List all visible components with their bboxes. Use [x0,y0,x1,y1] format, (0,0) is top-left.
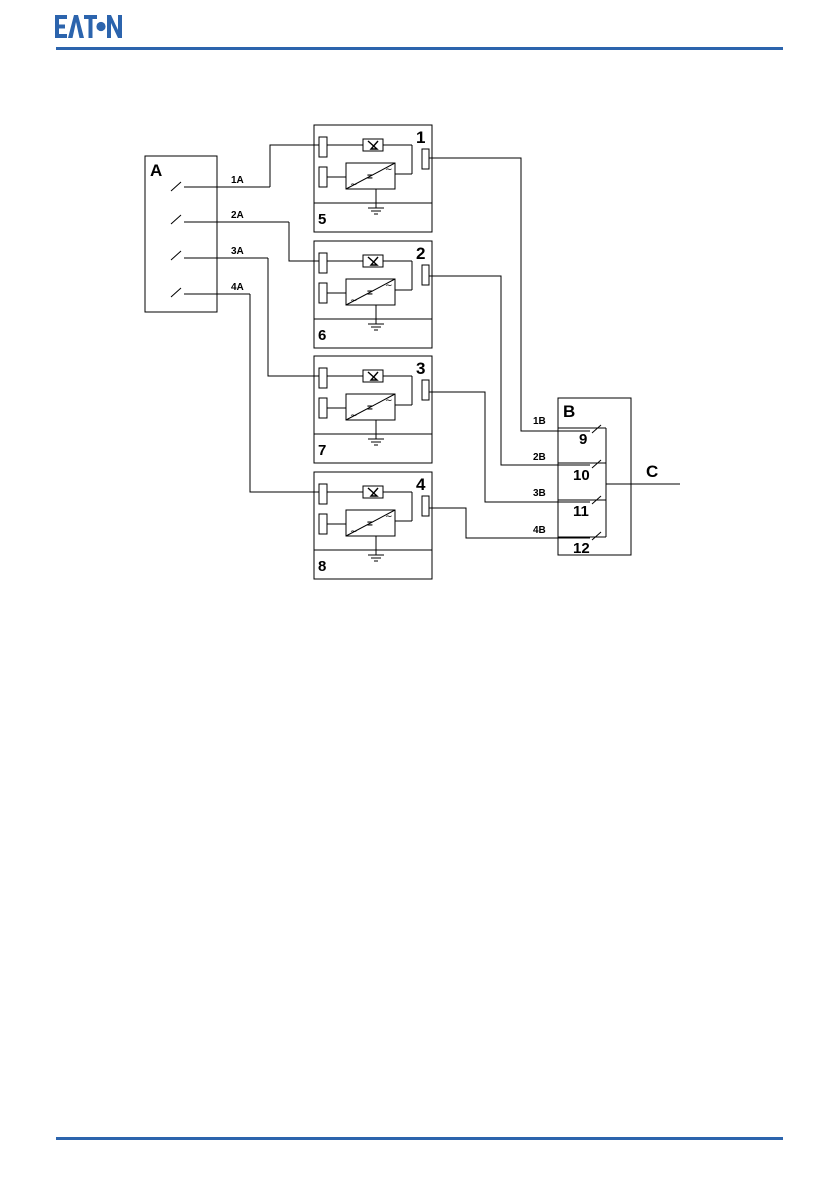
output-wiring [429,158,590,538]
rectifier-input-terminal [319,283,327,303]
ups-unit-number: 4 [416,475,426,494]
bypass-input-terminal [319,484,327,504]
bypass-input-terminal [319,368,327,388]
svg-text:∼: ∼ [350,410,358,420]
switch-b-position-10: 10 [573,467,590,484]
switch-b-position-12: 12 [573,540,590,557]
ups-units: ∼ ∼ = 1 5 ∼ ∼ = 2 6 ∼ ∼ = 3 7 ∼ ∼ = 4 8 [314,125,432,579]
ups-cabinet [314,241,432,348]
svg-text:∼: ∼ [350,526,358,536]
bypass-input-terminal [319,253,327,273]
switch-a-label: A [150,161,162,180]
ups-unit-2: ∼ ∼ = 2 6 [314,241,432,348]
line-label-4b: 4B [533,525,546,536]
ups-unit-number: 3 [416,359,425,378]
converter-symbol: = [367,288,373,299]
line-label-3b: 3B [533,488,546,499]
ups-cabinet [314,472,432,579]
ups-unit-1: ∼ ∼ = 1 5 [314,125,432,232]
switch-a [145,156,289,312]
svg-text:∼: ∼ [385,511,393,521]
ups-unit-3: ∼ ∼ = 3 7 [314,356,432,463]
ups-unit-number: 1 [416,128,425,147]
rectifier-input-terminal [319,514,327,534]
svg-text:∼: ∼ [385,164,393,174]
ups-base-number: 8 [318,558,326,575]
svg-text:∼: ∼ [385,280,393,290]
input-wiring [250,145,319,492]
svg-text:∼: ∼ [385,395,393,405]
line-label-1a: 1A [231,175,244,186]
line-label-3a: 3A [231,246,244,257]
output-terminal [422,380,429,400]
rectifier-input-terminal [319,398,327,418]
converter-symbol: = [367,519,373,530]
ups-cabinet [314,356,432,463]
converter-symbol: = [367,172,373,183]
rectifier-input-terminal [319,167,327,187]
output-c-label: C [646,462,658,481]
switch-b-label: B [563,402,575,421]
output-terminal [422,496,429,516]
svg-text:∼: ∼ [350,179,358,189]
line-label-2b: 2B [533,452,546,463]
switch-b-position-11: 11 [573,503,589,520]
ups-unit-4: ∼ ∼ = 4 8 [314,472,432,579]
line-label-1b: 1B [533,416,546,427]
bypass-input-terminal [319,137,327,157]
line-label-4a: 4A [231,282,244,293]
line-label-2a: 2A [231,210,244,221]
output-terminal [422,265,429,285]
ups-base-number: 7 [318,442,326,459]
svg-text:∼: ∼ [350,295,358,305]
ups-base-number: 6 [318,327,326,344]
ups-unit-number: 2 [416,244,425,263]
ups-cabinet [314,125,432,232]
converter-symbol: = [367,403,373,414]
switch-b-position-9: 9 [579,431,587,448]
output-terminal [422,149,429,169]
ups-base-number: 5 [318,211,326,228]
